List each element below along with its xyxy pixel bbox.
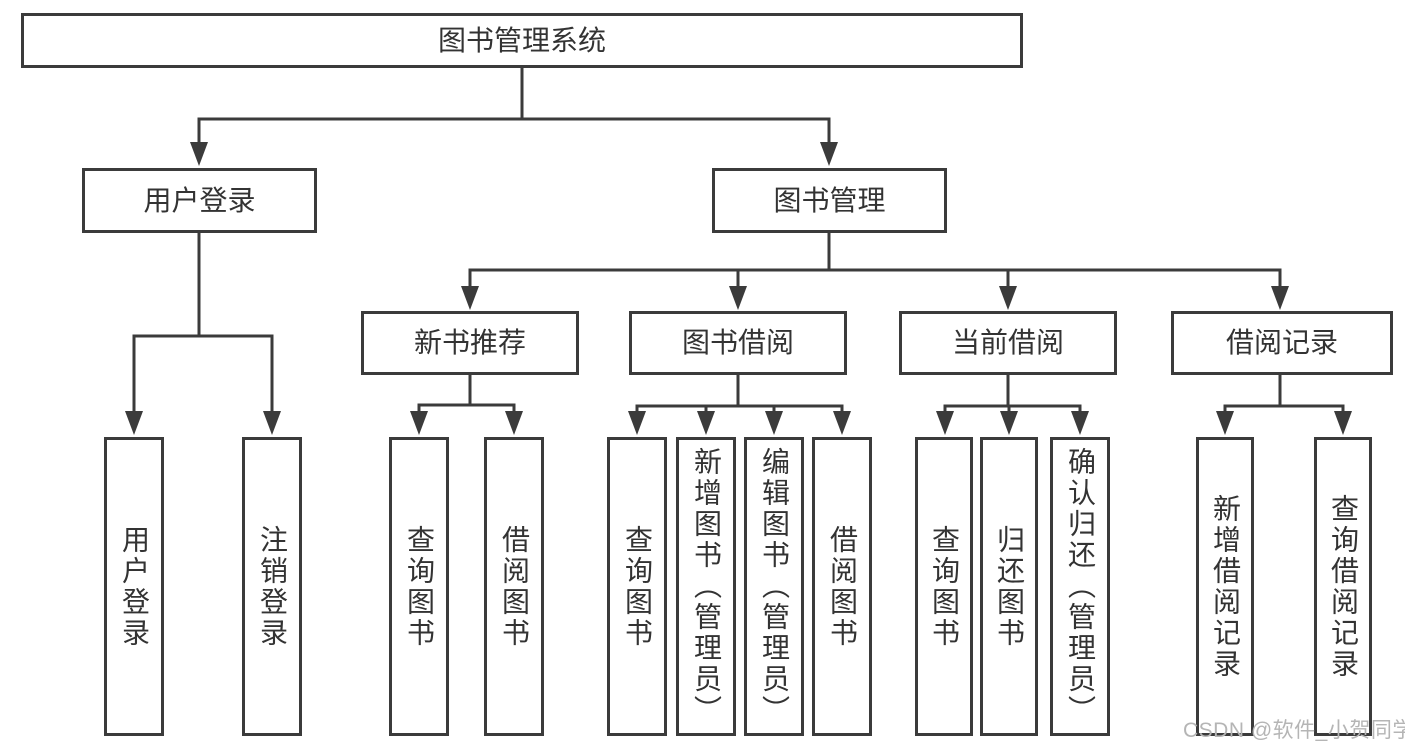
node-book-management: 图书管理 [712, 168, 947, 233]
leaf-query-books-borrowing: 查询图书 [607, 437, 667, 736]
node-label: 查询图书 [622, 524, 653, 649]
node-label: 查询图书 [929, 524, 960, 649]
arrowhead-icon [1271, 286, 1289, 310]
leaf-add-book-admin: 新增图书（管理员） [676, 437, 736, 736]
arrowhead-icon [820, 142, 838, 166]
node-label: 借阅记录 [1225, 327, 1338, 358]
node-label: 用户登录 [143, 184, 256, 216]
node-label: 查询图书 [404, 524, 435, 649]
node-label: 借阅图书 [827, 524, 858, 649]
leaf-query-books-current: 查询图书 [915, 437, 973, 736]
leaf-query-borrow-record: 查询借阅记录 [1314, 437, 1372, 736]
arrowhead-icon [628, 411, 646, 435]
node-book-borrowing: 图书借阅 [629, 311, 847, 375]
node-label: 图书管理系统 [437, 24, 606, 56]
node-label: 归还图书 [994, 524, 1025, 649]
watermark: CSDN @软件_小贺同学 [1183, 719, 1405, 742]
node-label: 新增借阅记录 [1210, 493, 1241, 680]
arrowhead-icon [936, 411, 954, 435]
node-label: 当前借阅 [951, 327, 1064, 358]
node-user-login: 用户登录 [82, 168, 317, 233]
arrowhead-icon [1216, 411, 1234, 435]
node-label: 借阅图书 [499, 524, 530, 649]
arrowhead-icon [1334, 411, 1352, 435]
leaf-borrow-books-recommend: 借阅图书 [484, 437, 544, 736]
node-label: 确认归还（管理员） [1065, 447, 1096, 726]
arrowhead-icon [125, 411, 143, 435]
arrowhead-icon [1000, 411, 1018, 435]
arrowhead-icon [765, 411, 783, 435]
node-label: 图书借阅 [681, 327, 794, 358]
node-label: 新书推荐 [413, 327, 526, 358]
arrowhead-icon [461, 286, 479, 310]
leaf-logout: 注销登录 [242, 437, 302, 736]
arrowhead-icon [1071, 411, 1089, 435]
node-label: 编辑图书（管理员） [759, 447, 790, 726]
leaf-query-books-recommend: 查询图书 [389, 437, 449, 736]
arrowhead-icon [505, 411, 523, 435]
leaf-confirm-return-admin: 确认归还（管理员） [1050, 437, 1110, 736]
arrowhead-icon [697, 411, 715, 435]
arrowhead-icon [410, 411, 428, 435]
arrowhead-icon [999, 286, 1017, 310]
node-label: 新增图书（管理员） [691, 447, 722, 726]
leaf-add-borrow-record: 新增借阅记录 [1196, 437, 1254, 736]
leaf-return-book: 归还图书 [980, 437, 1038, 736]
node-label: 查询借阅记录 [1328, 493, 1359, 680]
arrowhead-icon [729, 286, 747, 310]
node-borrow-records: 借阅记录 [1171, 311, 1393, 375]
node-new-book-recommend: 新书推荐 [361, 311, 579, 375]
node-label: 注销登录 [257, 524, 288, 649]
leaf-user-login: 用户登录 [104, 437, 164, 736]
node-label: 用户登录 [119, 524, 150, 649]
arrowhead-icon [190, 142, 208, 166]
node-current-borrowing: 当前借阅 [899, 311, 1117, 375]
arrowhead-icon [833, 411, 851, 435]
leaf-borrow-books: 借阅图书 [812, 437, 872, 736]
node-label: 图书管理 [773, 184, 886, 216]
arrowhead-icon [263, 411, 281, 435]
node-library-system: 图书管理系统 [21, 13, 1023, 68]
leaf-edit-book-admin: 编辑图书（管理员） [744, 437, 804, 736]
